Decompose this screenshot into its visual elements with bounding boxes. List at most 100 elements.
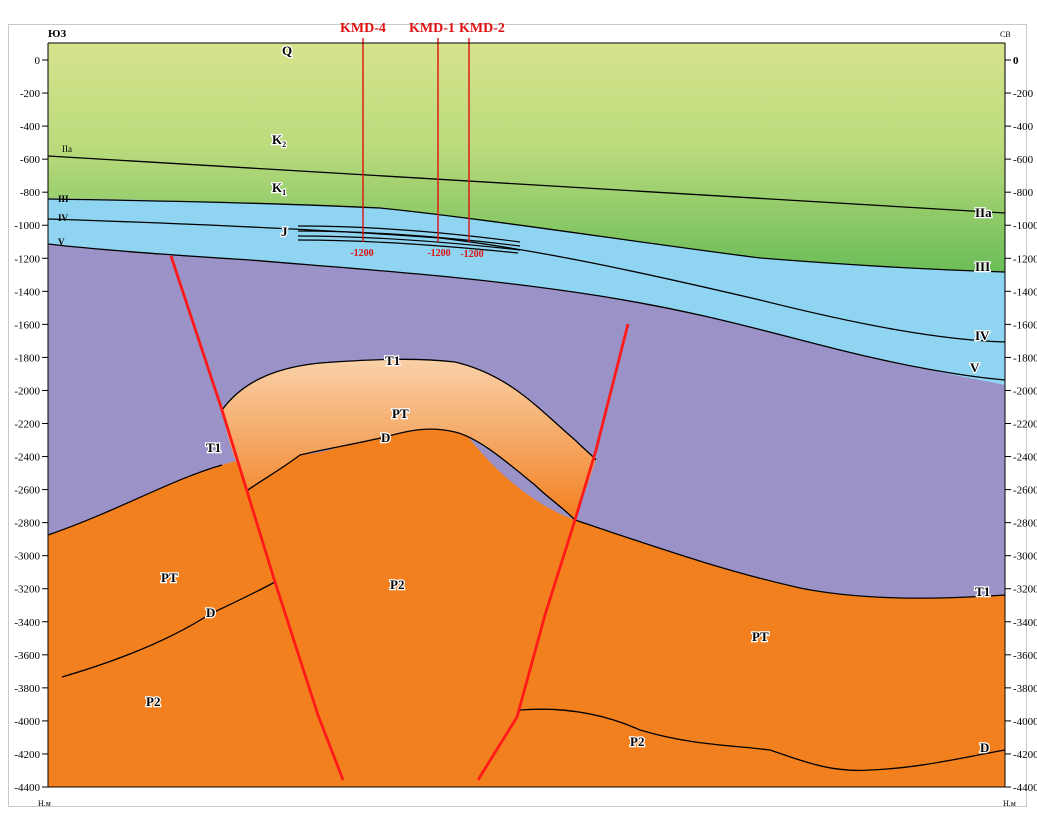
reservoir-layers	[297, 225, 521, 254]
unit-label-pt-left: PT	[161, 570, 178, 585]
right-axis-tick-label: -2200	[1013, 419, 1037, 431]
well-kmd-2-label: KMD-2	[459, 21, 505, 36]
left-axis-tick-label: -1400	[14, 286, 40, 298]
right-axis-tick-label: -2400	[1013, 452, 1037, 464]
right-axis-tick-label: -3200	[1013, 584, 1037, 596]
right-axis-tick-label: -400	[1013, 121, 1034, 133]
unit-label-q: Q	[282, 43, 292, 58]
right-axis-tick-label: -2600	[1013, 485, 1037, 497]
corner-label-top-right: СВ	[1000, 30, 1011, 39]
horizon-label-iia-right: IIa	[975, 205, 992, 220]
left-axis-tick-label: -4200	[14, 749, 40, 761]
left-axis-tick-label: -400	[20, 121, 41, 133]
left-depth-axis: 0 -200 -400 -600 -800 -1000 -1200 -1400 -1600 -18…	[14, 43, 49, 794]
unit-label-j: J	[281, 224, 288, 239]
left-axis-tick-label: -2600	[14, 485, 40, 497]
unit-pt-dome-fill	[222, 359, 596, 520]
unit-label-t1-dome: T1	[385, 353, 400, 368]
left-axis-tick-label: -1800	[14, 352, 40, 364]
horizon-t1-left	[47, 464, 223, 536]
left-axis-tick-label: -1000	[14, 220, 40, 232]
unit-label-k2: K2	[272, 132, 286, 149]
right-axis-tick-label: -800	[1013, 187, 1034, 199]
right-axis-tick-label: -3400	[1013, 617, 1037, 629]
horizon-label-v-right: V	[970, 360, 980, 375]
left-axis-tick-label: 0	[35, 55, 41, 67]
left-axis-tick-label: -3400	[14, 617, 40, 629]
right-axis-tick-label: -3800	[1013, 683, 1037, 695]
right-axis-tick-label: -3600	[1013, 650, 1037, 662]
horizon-d-dome	[247, 428, 576, 521]
horizon-t1-right	[574, 519, 1006, 599]
unit-label-pt-right: PT	[752, 629, 769, 644]
horizon-t1-dome	[221, 358, 597, 461]
left-axis-tick-label: -3600	[14, 650, 40, 662]
left-axis-tick-label: -4400	[14, 782, 40, 794]
right-axis-tick-label: -2800	[1013, 518, 1037, 530]
unit-cretaceous-fill	[48, 43, 1005, 272]
left-axis-tick-label: -1200	[14, 253, 40, 265]
right-axis-tick-label: -1800	[1013, 352, 1037, 364]
left-axis-tick-label: -4000	[14, 716, 40, 728]
right-axis-tick-label: -1000	[1013, 220, 1037, 232]
left-axis-tick-label: -3800	[14, 683, 40, 695]
horizon-label-iv-left: IV	[58, 213, 69, 223]
fault-right	[476, 323, 630, 781]
well-kmd-2-depth: -1200	[460, 249, 483, 260]
horizon-label-iv-right: IV	[975, 328, 990, 343]
unit-label-d-left: D	[206, 605, 215, 620]
right-axis-tick-label: -200	[1013, 88, 1034, 100]
horizon-label-iii-left: III	[58, 194, 69, 204]
unit-label-t1-left: T1	[206, 440, 221, 455]
well-kmd-4-label: KMD-4	[340, 21, 386, 36]
well-kmd-4-depth: -1200	[350, 248, 373, 259]
right-axis-tick-label: -1200	[1013, 253, 1037, 265]
left-axis-tick-label: -2000	[14, 385, 40, 397]
left-axis-tick-label: -200	[20, 88, 41, 100]
unit-jurassic-fill	[48, 198, 1005, 385]
horizon-label-iii-right: III	[975, 259, 990, 274]
left-axis-tick-label: -1600	[14, 319, 40, 331]
unit-label-p2-center: P2	[390, 577, 404, 592]
horizon-iii	[47, 198, 1006, 273]
well-kmd-1-label: KMD-1	[409, 21, 455, 36]
left-axis-tick-label: -800	[20, 187, 41, 199]
fault-left	[169, 255, 345, 781]
unit-label-p2-left: P2	[146, 694, 160, 709]
right-axis-tick-label: -4400	[1013, 782, 1037, 794]
left-axis-tick-label: -2200	[14, 419, 40, 431]
right-axis-tick-label: -2000	[1013, 385, 1037, 397]
unit-label-d-right: D	[980, 740, 989, 755]
right-axis-tick-label: -4200	[1013, 749, 1037, 761]
right-depth-axis: 0 -200 -400 -600 -800 -1000 -1200 -1400 -1600 -18…	[1004, 43, 1037, 794]
right-axis-tick-label: -600	[1013, 154, 1034, 166]
left-axis-tick-label: -2400	[14, 452, 40, 464]
right-axis-tick-label: -4000	[1013, 716, 1037, 728]
left-axis-tick-label: -2800	[14, 518, 40, 530]
horizon-label-iia-left: IIa	[62, 144, 72, 154]
left-axis-tick-label: -600	[20, 154, 41, 166]
corner-label-bottom-right: Н.м	[1003, 799, 1016, 808]
right-axis-tick-label: -3000	[1013, 551, 1037, 563]
right-axis-tick-label: -1400	[1013, 286, 1037, 298]
unit-label-pt-dome: PT	[392, 406, 409, 421]
right-axis-tick-label: -1600	[1013, 319, 1037, 331]
right-axis-tick-label: 0	[1013, 55, 1019, 67]
horizon-d-left	[61, 581, 276, 678]
corner-label-bottom-left: Н.м	[38, 799, 51, 808]
unit-label-k1: K1	[272, 180, 286, 197]
horizon-lines	[47, 155, 1006, 772]
horizon-v	[47, 243, 1006, 381]
left-axis-tick-label: -3200	[14, 584, 40, 596]
horizon-d-right	[519, 708, 1006, 772]
left-axis-tick-label: -3000	[14, 551, 40, 563]
unit-label-p2-right: P2	[630, 734, 644, 749]
wells: KMD-4 KMD-1 KMD-2 -1200 -1200 -1200	[340, 21, 505, 260]
frame-border	[8, 24, 1027, 807]
unit-label-d-dome: D	[381, 430, 390, 445]
horizon-label-v-left: V	[58, 237, 65, 247]
unit-label-t1-right: T1	[975, 584, 990, 599]
horizon-iv	[47, 218, 1006, 343]
well-kmd-1-depth: -1200	[427, 248, 450, 259]
